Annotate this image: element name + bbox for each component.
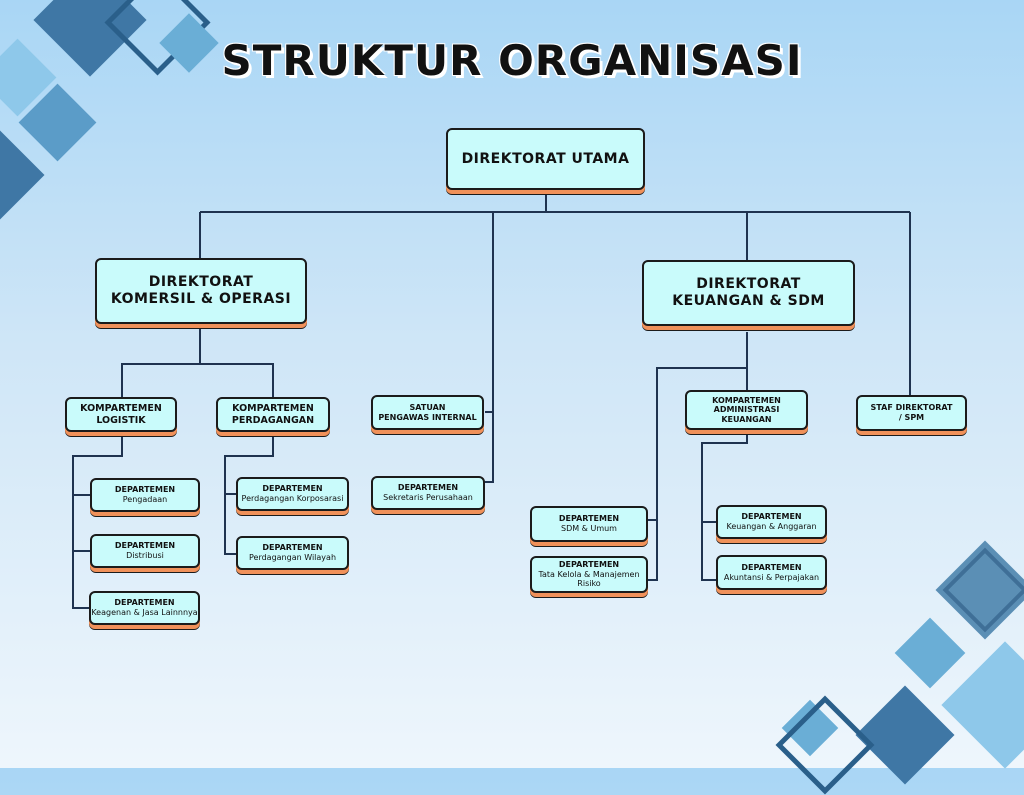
node-sublabel: Sekretaris Perusahaan — [383, 493, 473, 502]
node-label: KOMPARTEMEN — [232, 403, 314, 415]
node-label: KEUANGAN & SDM — [672, 293, 825, 309]
node-label: DEPARTEMEN — [397, 483, 459, 493]
node-sublabel: Keuangan & Anggaran — [726, 522, 817, 531]
node-staf-direktorat-spm: STAF DIREKTORAT / SPM — [856, 395, 967, 431]
node-direktorat-komersil-operasi: DIREKTORAT KOMERSIL & OPERASI — [95, 258, 307, 324]
node-label: LOGISTIK — [96, 414, 146, 426]
node-departemen-tata-kelola: DEPARTEMEN Tata Kelola & Manajemen Risik… — [530, 556, 648, 593]
node-label: DEPARTEMEN — [262, 484, 323, 494]
node-direktorat-keuangan-sdm: DIREKTORAT KEUANGAN & SDM — [642, 260, 855, 326]
node-label: KOMERSIL & OPERASI — [110, 291, 292, 307]
node-departemen-sdm-umum: DEPARTEMEN SDM & Umum — [530, 506, 648, 542]
node-sublabel: Pengadaan — [122, 495, 168, 504]
node-direktorat-utama: DIREKTORAT UTAMA — [446, 128, 645, 190]
node-sublabel: Akuntansi & Perpajakan — [723, 572, 820, 582]
node-sublabel: Tata Kelola & Manajemen — [538, 569, 640, 579]
node-kompartemen-logistik: KOMPARTEMEN LOGISTIK — [65, 397, 177, 432]
node-departemen-pengadaan: DEPARTEMEN Pengadaan — [90, 478, 200, 512]
node-label: KEUANGAN — [721, 414, 772, 424]
node-sublabel: Keagenan & Jasa Lainnnya — [91, 608, 198, 617]
node-departemen-sekretaris-perusahaan: DEPARTEMEN Sekretaris Perusahaan — [371, 476, 485, 510]
node-label: DEPARTEMEN — [558, 514, 620, 524]
node-departemen-keuangan-anggaran: DEPARTEMEN Keuangan & Anggaran — [716, 505, 827, 539]
node-label: STAF DIREKTORAT — [870, 403, 953, 413]
node-label: PERDAGANGAN — [231, 414, 315, 426]
node-label: KOMPARTEMEN — [80, 403, 162, 415]
node-sublabel: SDM & Umum — [561, 524, 617, 533]
node-label: PENGAWAS INTERNAL — [378, 412, 477, 422]
node-sublabel: Distribusi — [126, 551, 164, 560]
node-label: DEPARTEMEN — [741, 512, 802, 522]
connector-lines — [72, 194, 911, 609]
node-satuan-pengawas-internal: SATUAN PENGAWAS INTERNAL — [371, 395, 484, 430]
node-sublabel: Perdagangan Wilayah — [248, 553, 337, 562]
node-label: / SPM — [898, 413, 925, 422]
node-label: DIREKTORAT — [148, 274, 254, 291]
node-label: DEPARTEMEN — [741, 562, 802, 572]
node-label: DIREKTORAT — [696, 276, 801, 293]
node-kompartemen-administrasi-keuangan: KOMPARTEMEN ADMINISTRASI KEUANGAN — [685, 390, 808, 430]
node-kompartemen-perdagangan: KOMPARTEMEN PERDAGANGAN — [216, 397, 330, 432]
node-departemen-perdagangan-wilayah: DEPARTEMEN Perdagangan Wilayah — [236, 536, 349, 570]
node-departemen-distribusi: DEPARTEMEN Distribusi — [90, 534, 200, 568]
node-label: KOMPARTEMEN — [712, 395, 781, 405]
node-departemen-perdagangan-korporasi: DEPARTEMEN Perdagangan Korposarasi — [236, 477, 349, 511]
node-label: DEPARTEMEN — [114, 485, 176, 495]
node-label: DEPARTEMEN — [114, 598, 175, 608]
node-sublabel: Perdagangan Korposarasi — [241, 494, 344, 503]
node-label: DIREKTORAT UTAMA — [461, 150, 630, 167]
node-departemen-keagenan: DEPARTEMEN Keagenan & Jasa Lainnnya — [89, 591, 200, 625]
node-label: DEPARTEMEN — [558, 560, 620, 570]
node-departemen-akuntansi-perpajakan: DEPARTEMEN Akuntansi & Perpajakan — [716, 555, 827, 590]
node-label: ADMINISTRASI — [713, 405, 780, 415]
node-sublabel: Risiko — [577, 579, 601, 589]
node-label: SATUAN — [409, 402, 446, 412]
node-label: DEPARTEMEN — [114, 541, 176, 551]
page-title: STRUKTUR ORGANISASI — [221, 36, 803, 85]
node-label: DEPARTEMEN — [262, 543, 323, 553]
